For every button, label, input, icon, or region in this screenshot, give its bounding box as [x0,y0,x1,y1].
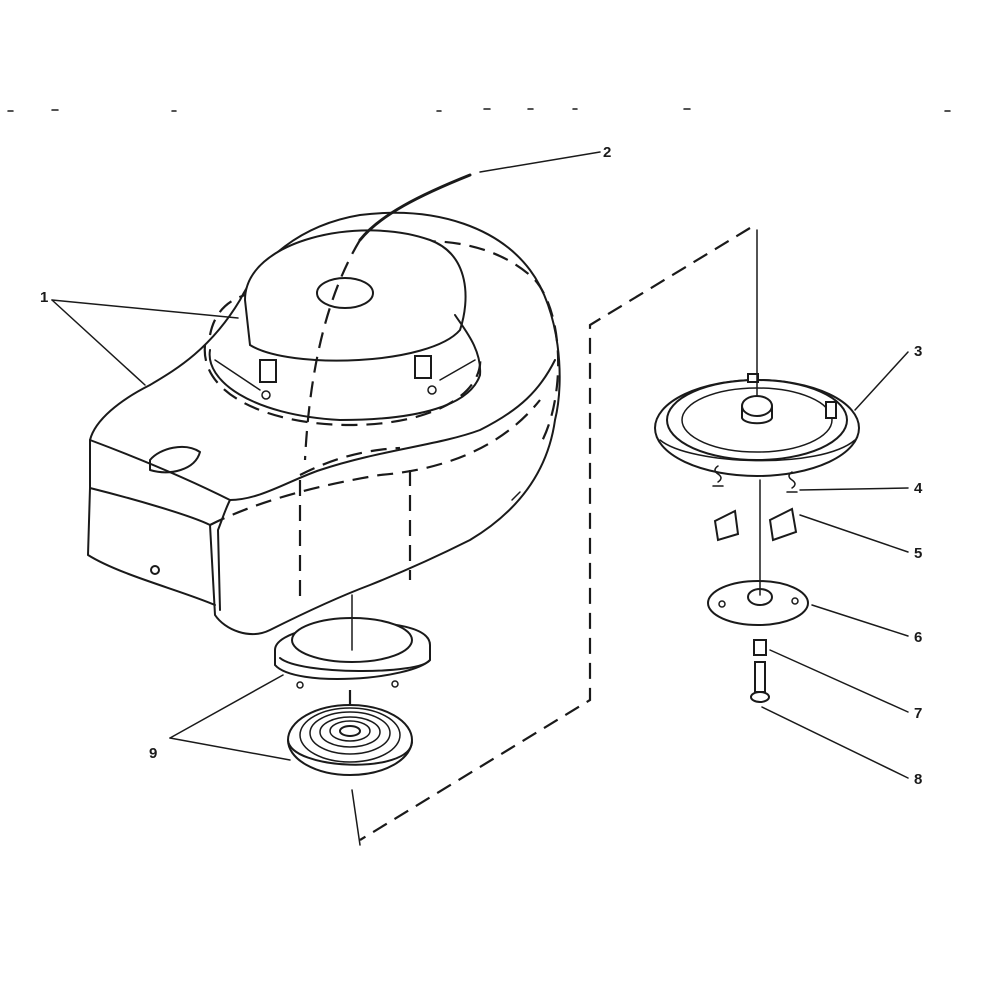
starter-pawls [713,507,798,542]
blower-housing [87,211,561,635]
starter-rope [303,173,472,461]
starter-pulley [654,373,860,477]
leader-lines [51,151,909,779]
callout-7: 7 [914,705,922,722]
assembly-lines [348,227,761,846]
center-screw [750,661,770,703]
callout-3: 3 [914,343,922,360]
callout-1: 1 [40,289,48,306]
callout-5: 5 [914,545,922,562]
callout-6: 6 [914,629,922,646]
scan-artifact-dashes [7,108,951,112]
callout-4: 4 [914,480,923,497]
callout-2: 2 [603,144,611,161]
pawl-springs [712,465,798,493]
washer [753,639,767,656]
callout-8: 8 [914,771,922,788]
callout-9: 9 [149,745,157,762]
pawl-retainer [707,580,809,626]
